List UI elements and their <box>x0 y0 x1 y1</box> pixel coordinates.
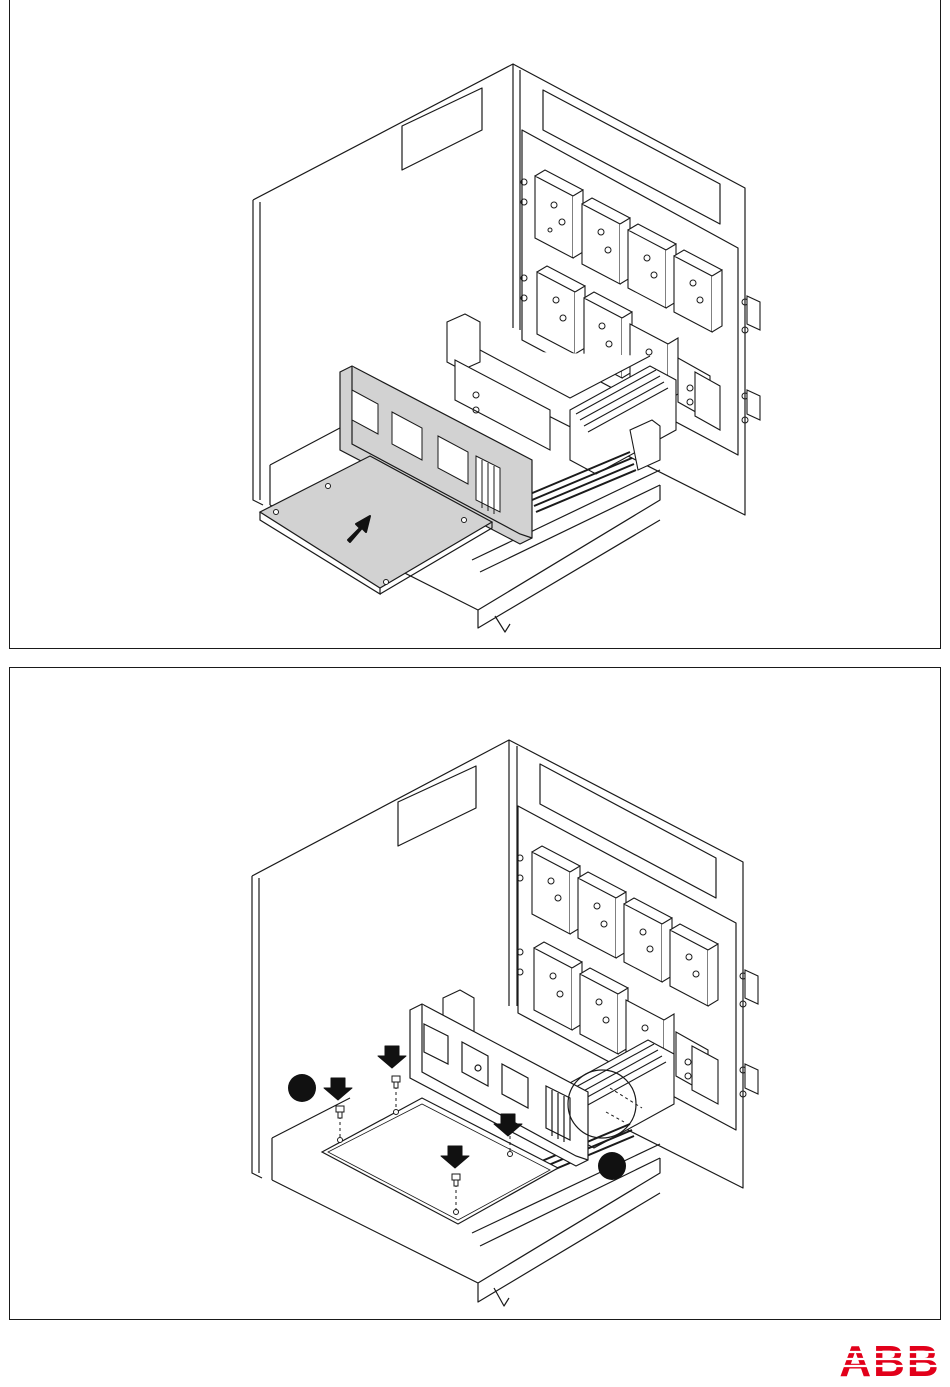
drawing-insert-plate <box>10 0 942 649</box>
callout-circle <box>598 1152 626 1180</box>
drawing-fasten-plate <box>10 668 942 1321</box>
figure-panel-fasten-plate <box>9 667 941 1320</box>
arrow-down-icon <box>324 1078 352 1100</box>
abb-logo: ABB <box>838 1338 942 1380</box>
cabinet-left-wall <box>252 740 509 1006</box>
figure-panel-insert-plate <box>9 0 941 649</box>
arrow-down-icon <box>378 1046 406 1068</box>
callout-circle <box>288 1074 316 1102</box>
label-area-left <box>402 88 482 170</box>
cabinet-left-wall <box>253 64 513 328</box>
